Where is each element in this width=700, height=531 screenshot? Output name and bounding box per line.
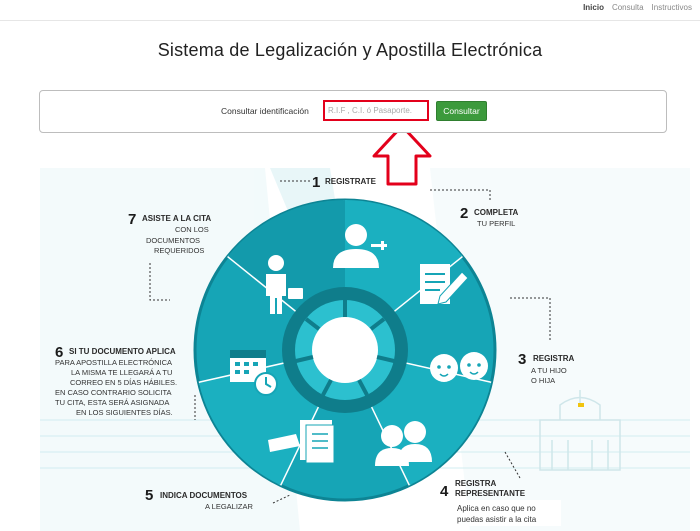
- annotation-arrow-up: [372, 124, 432, 186]
- svg-text:A TU HIJO: A TU HIJO: [531, 366, 567, 375]
- calendar-clock-icon: [230, 350, 278, 396]
- svg-text:EN LOS SIGUIENTES DÍAS.: EN LOS SIGUIENTES DÍAS.: [76, 408, 173, 417]
- hand-documents-icon: [268, 420, 335, 464]
- svg-text:EN CASO CONTRARIO SOLICITA: EN CASO CONTRARIO SOLICITA: [55, 388, 172, 397]
- nav-links: Inicio Consulta Instructivos: [583, 3, 692, 12]
- search-panel: Consultar identificación Consultar: [39, 90, 667, 133]
- svg-text:INDICA DOCUMENTOS: INDICA DOCUMENTOS: [160, 491, 248, 500]
- top-navbar: Inicio Consulta Instructivos: [0, 0, 700, 21]
- step-1-label: 1 REGISTRATE: [312, 174, 377, 191]
- svg-text:COMPLETA: COMPLETA: [474, 208, 519, 217]
- svg-text:CORREO EN 5 DÍAS HÁBILES.: CORREO EN 5 DÍAS HÁBILES.: [70, 378, 177, 387]
- svg-text:7: 7: [128, 211, 136, 228]
- search-label: Consultar identificación: [221, 106, 309, 116]
- svg-text:puedas asistir a la cita: puedas asistir a la cita: [457, 515, 537, 524]
- svg-text:O HIJA: O HIJA: [531, 376, 555, 385]
- step-4-label: 4 REGISTRA REPRESENTANTE Aplica en caso …: [440, 479, 561, 526]
- svg-text:TU PERFIL: TU PERFIL: [477, 219, 515, 228]
- document-edit-icon: [420, 264, 469, 305]
- svg-text:TU CITA, ESTA SERÁ ASIGNADA: TU CITA, ESTA SERÁ ASIGNADA: [55, 398, 169, 407]
- two-people-icon: [375, 421, 432, 466]
- svg-text:REGISTRA: REGISTRA: [533, 354, 575, 363]
- svg-text:DOCUMENTOS: DOCUMENTOS: [146, 236, 200, 245]
- svg-text:ASISTE A LA CITA: ASISTE A LA CITA: [142, 214, 211, 223]
- svg-text:3: 3: [518, 351, 526, 368]
- nav-consulta-link[interactable]: Consulta: [611, 3, 644, 12]
- step-2-label: 2 COMPLETA TU PERFIL: [460, 205, 519, 228]
- svg-text:PARA APOSTILLA ELECTRÓNICA: PARA APOSTILLA ELECTRÓNICA: [55, 358, 172, 367]
- svg-text:A LEGALIZAR: A LEGALIZAR: [205, 502, 254, 511]
- svg-text:6: 6: [55, 344, 63, 361]
- step-5-label: 5 INDICA DOCUMENTOS A LEGALIZAR: [145, 487, 254, 511]
- building-icon: [539, 390, 621, 471]
- children-faces-icon: [430, 352, 488, 382]
- svg-text:2: 2: [460, 205, 468, 222]
- id-search-input[interactable]: [323, 100, 429, 121]
- svg-text:SI TU DOCUMENTO APLICA: SI TU DOCUMENTO APLICA: [69, 347, 176, 356]
- svg-text:Aplica en caso que no: Aplica en caso que no: [457, 504, 536, 513]
- add-user-icon: [333, 224, 387, 268]
- svg-text:REGISTRA: REGISTRA: [455, 479, 497, 488]
- svg-text:5: 5: [145, 487, 153, 504]
- step-7-label: 7 ASISTE A LA CITA CON LOS DOCUMENTOS RE…: [128, 211, 211, 255]
- nav-instructivos-link[interactable]: Instructivos: [651, 3, 692, 12]
- svg-text:4: 4: [440, 483, 449, 500]
- person-briefcase-icon: [266, 255, 303, 314]
- step-3-label: 3 REGISTRA A TU HIJO O HIJA: [518, 351, 575, 385]
- consultar-button[interactable]: Consultar: [436, 101, 487, 121]
- svg-text:1: 1: [312, 174, 320, 191]
- connector-lines: [149, 180, 551, 504]
- svg-text:CON LOS: CON LOS: [175, 225, 209, 234]
- svg-text:LA MISMA TE LLEGARÁ A TU: LA MISMA TE LLEGARÁ A TU: [71, 368, 172, 377]
- page-title: Sistema de Legalización y Apostilla Elec…: [157, 40, 543, 60]
- svg-text:REQUERIDOS: REQUERIDOS: [154, 246, 204, 255]
- svg-text:REPRESENTANTE: REPRESENTANTE: [455, 489, 526, 498]
- step-6-label: 6 SI TU DOCUMENTO APLICA PARA APOSTILLA …: [55, 344, 177, 417]
- nav-inicio-link[interactable]: Inicio: [583, 3, 604, 12]
- svg-text:REGISTRATE: REGISTRATE: [325, 177, 377, 186]
